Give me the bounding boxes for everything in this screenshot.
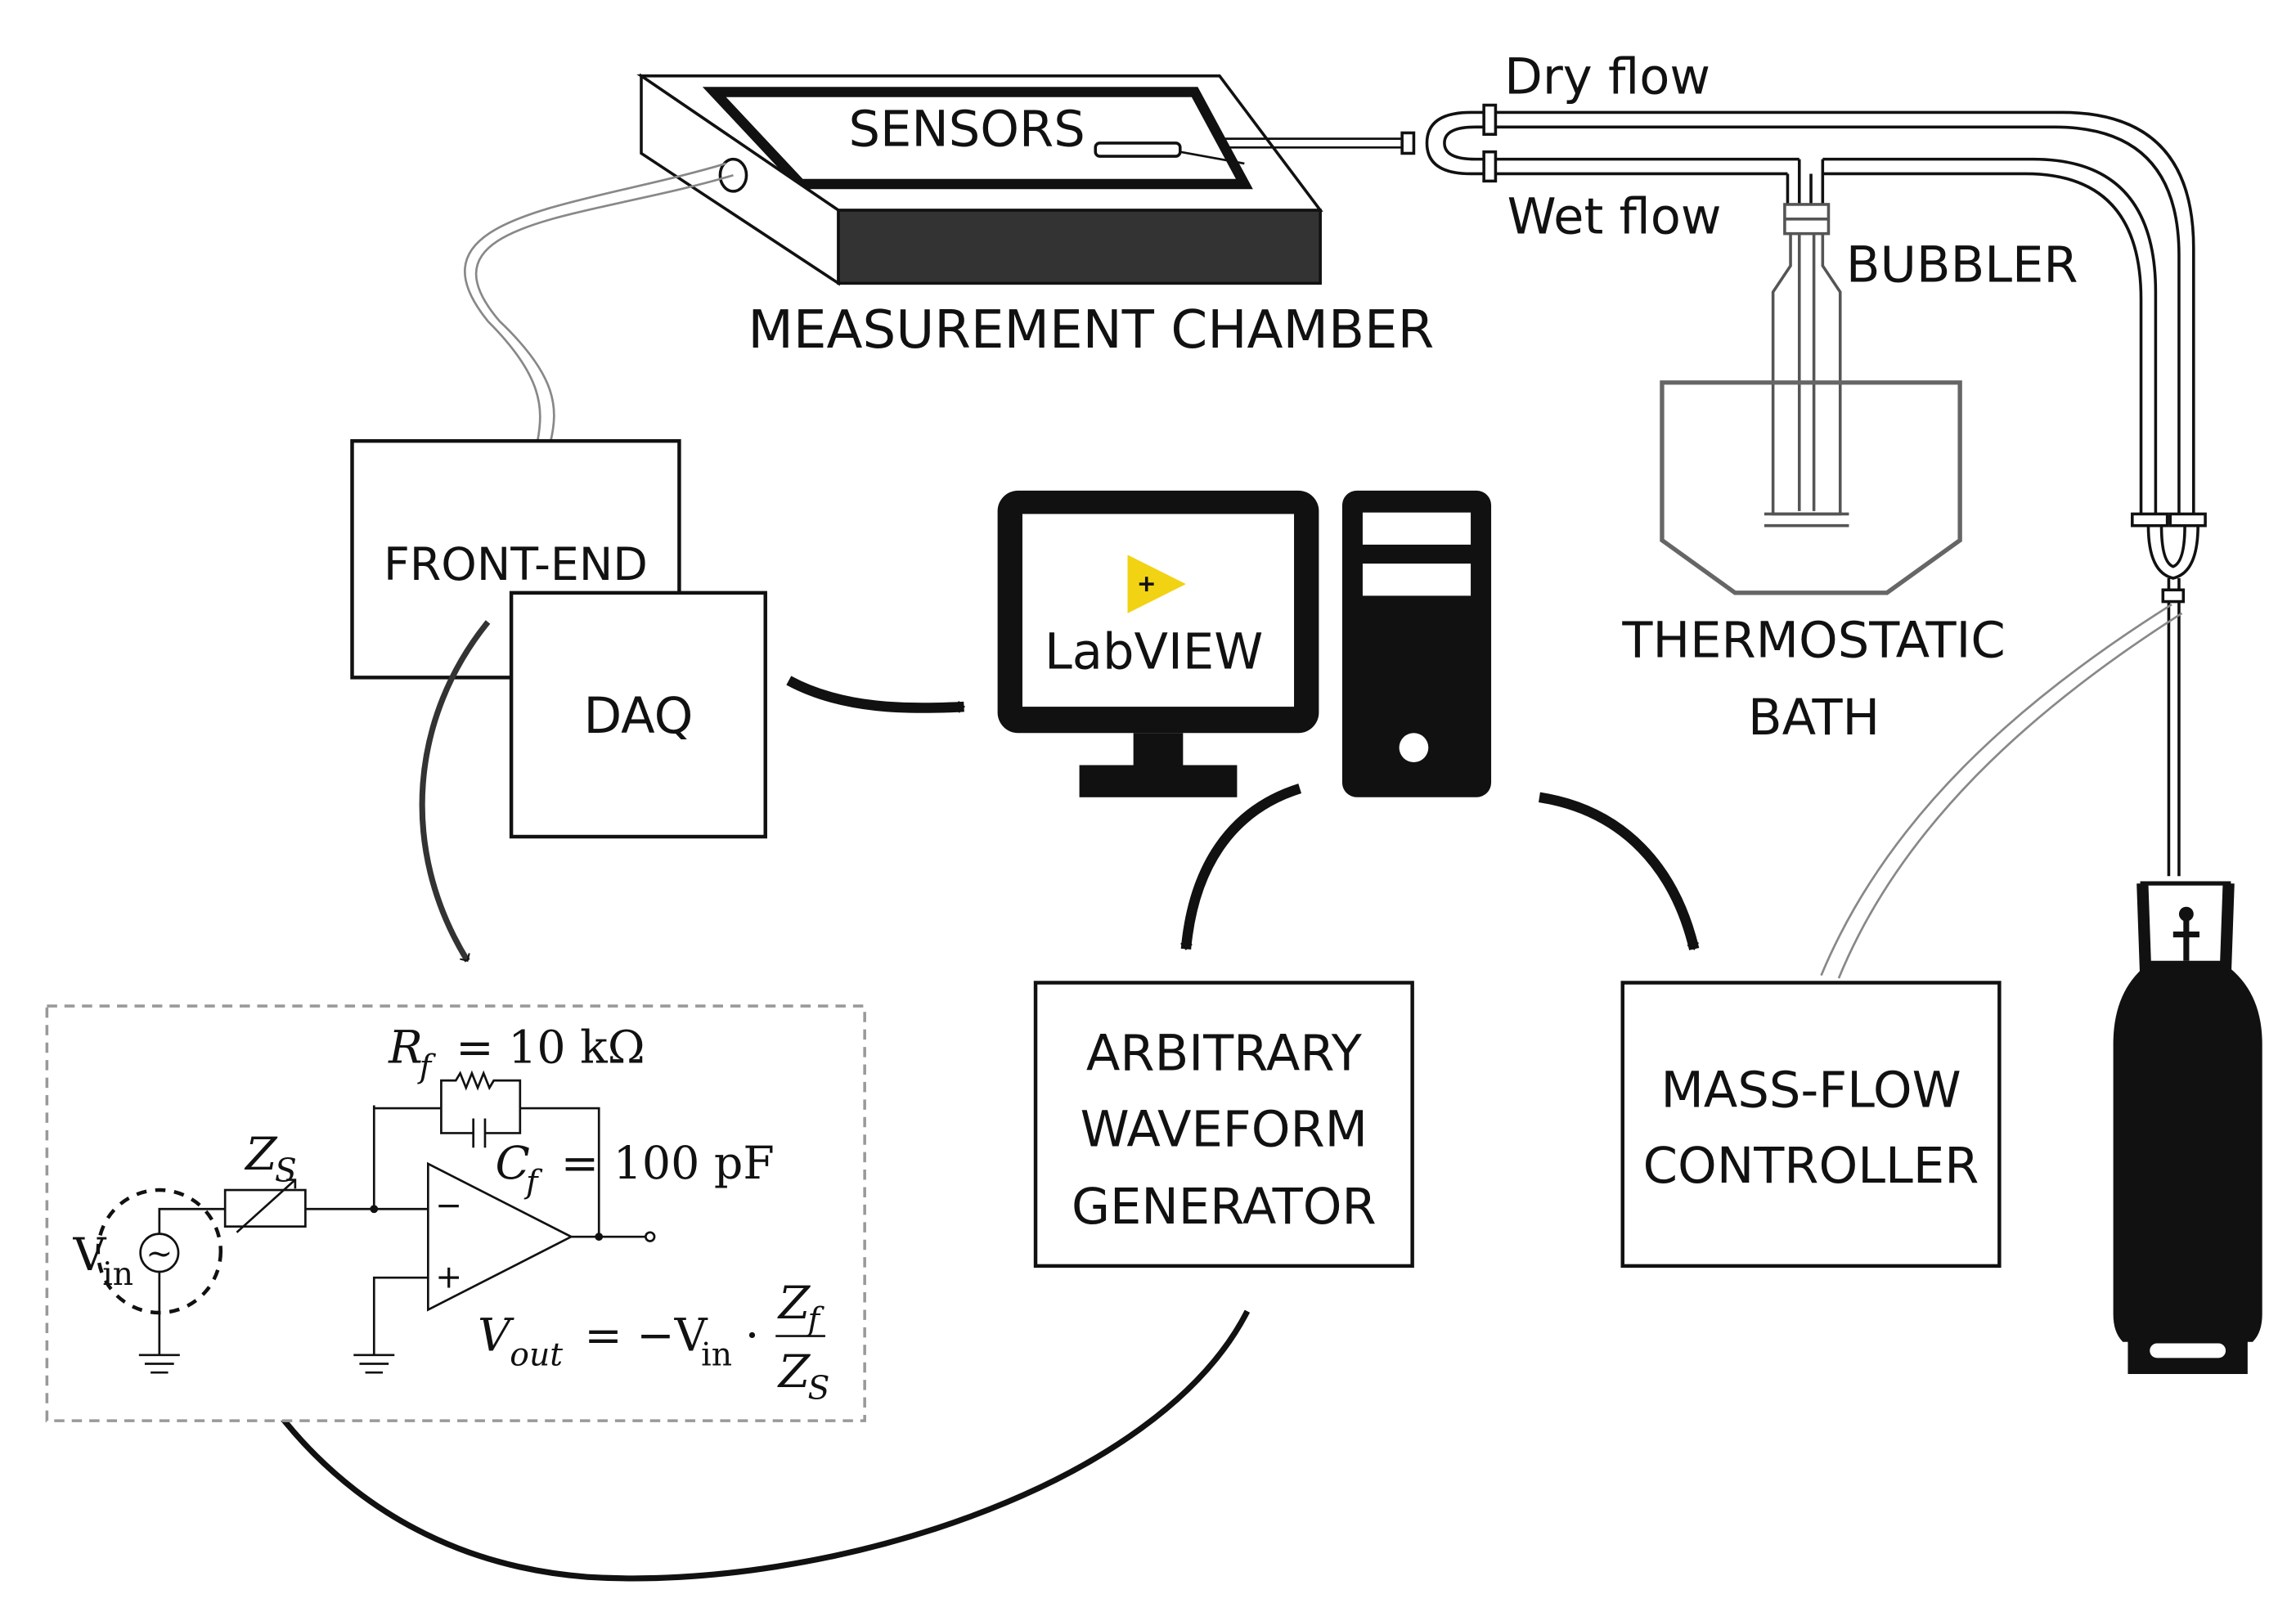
- awg-label-line2: WAVEFORM: [1081, 1101, 1368, 1158]
- sensor-probe-icon: [1094, 141, 1182, 158]
- arrow-front-end-to-circuit: [419, 620, 491, 963]
- opamp-icon: [426, 1161, 574, 1312]
- vin-symbol: V: [73, 1229, 107, 1282]
- chamber-outlet-tube: [1224, 137, 1403, 149]
- arrow-computer-to-awg: [1180, 784, 1302, 950]
- bath-label: BATH: [1748, 689, 1880, 747]
- mfc-supply-tube: [1820, 603, 2172, 977]
- front-end-label: FRONT-END: [384, 539, 648, 591]
- zs-variable-impedance-icon: [223, 1188, 307, 1228]
- computer-icon: [997, 490, 1492, 797]
- daq-label: DAQ: [583, 688, 693, 745]
- frac-denominator: Z: [777, 1346, 811, 1399]
- wet-flow-label: Wet flow: [1507, 189, 1722, 246]
- frac-numerator: Z: [777, 1277, 811, 1330]
- opamp-plus-label: +: [435, 1260, 462, 1296]
- awg-label-line3: GENERATOR: [1072, 1179, 1377, 1236]
- opamp-minus-label: −: [435, 1188, 462, 1224]
- cf-value: = 100 pF: [561, 1138, 775, 1190]
- eq-rhs: = −V: [584, 1309, 708, 1362]
- bubbler: [1764, 203, 1849, 528]
- vin-subscript: in: [102, 1256, 133, 1293]
- dry-flow-label: Dry flow: [1504, 48, 1710, 106]
- arrow-awg-to-vin: [218, 1309, 1251, 1582]
- rf-value: = 10 kΩ: [456, 1022, 645, 1075]
- measurement-chamber: [636, 73, 1323, 286]
- gas-cylinder-icon: [2113, 881, 2262, 1374]
- eq-lhs-symbol: V: [478, 1309, 514, 1362]
- transimpedance-circuit: [96, 1070, 825, 1374]
- awg-box: [1033, 981, 1414, 1268]
- front-end-cable: [475, 173, 734, 442]
- labview-logo-icon: [1127, 555, 1186, 613]
- eq-lhs-subscript: out: [510, 1336, 563, 1373]
- zs-symbol: Z: [244, 1129, 278, 1181]
- awg-label-line1: ARBITRARY: [1086, 1026, 1363, 1083]
- mfc-label-line1: MASS-FLOW: [1660, 1062, 1961, 1119]
- rf-resistor-icon: [440, 1070, 522, 1109]
- arrow-daq-to-computer: [786, 676, 965, 713]
- rf-symbol: R: [388, 1022, 423, 1075]
- gas-tubing: [1400, 103, 2207, 877]
- daq-box: [509, 590, 767, 839]
- thermostatic-label: THERMOSTATIC: [1621, 612, 2005, 669]
- frac-denominator-subscript: S: [808, 1370, 830, 1407]
- arrow-computer-to-mfc: [1539, 792, 1700, 950]
- sensors-label: SENSORS: [848, 101, 1085, 159]
- mfc-label-line2: CONTROLLER: [1643, 1138, 1979, 1195]
- eq-dot: ·: [745, 1309, 760, 1362]
- thermostatic-bath-icon: [1660, 380, 1962, 595]
- labview-label: LabVIEW: [1045, 624, 1263, 681]
- mfc-box: [1620, 981, 2002, 1268]
- zs-subscript: S: [275, 1152, 297, 1189]
- ac-source-glyph: ~: [146, 1236, 173, 1273]
- bubbler-label: BUBBLER: [1846, 237, 2078, 294]
- measurement-chamber-label: MEASUREMENT CHAMBER: [748, 299, 1434, 361]
- cf-symbol: C: [495, 1138, 529, 1190]
- eq-rhs-subscript: in: [701, 1336, 732, 1373]
